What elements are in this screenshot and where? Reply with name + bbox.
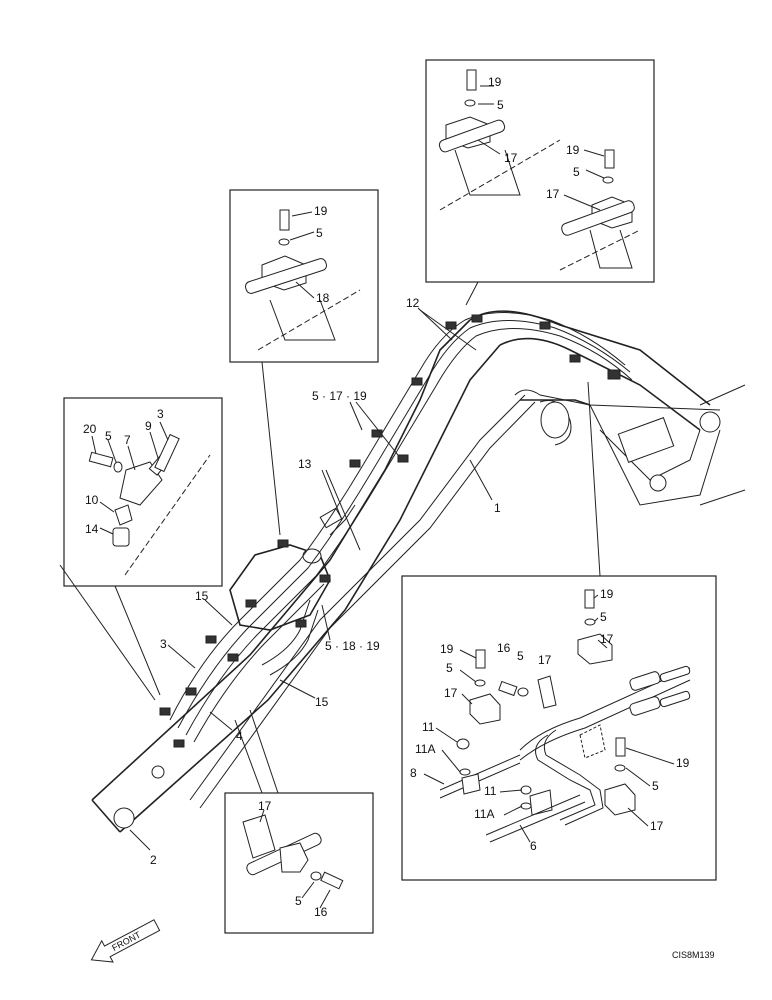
label-15: 15	[315, 695, 329, 709]
label-7: 7	[124, 433, 131, 447]
label-10: 10	[85, 493, 99, 507]
label-11: 11	[484, 784, 497, 798]
label-4: 4	[236, 729, 243, 743]
front-arrow: FRONT	[90, 919, 161, 963]
label-17: 17	[546, 187, 560, 201]
label-19: 19	[488, 75, 502, 89]
detail-frame-left	[63, 397, 223, 587]
bottom-right-leaders	[423, 594, 675, 843]
label-5: 5	[105, 429, 112, 443]
label-11: 11	[422, 720, 435, 734]
label-11A: 11A	[474, 807, 494, 821]
combo-label: 5 · 17 · 19	[312, 389, 367, 403]
detail-top-center-parts	[245, 209, 361, 351]
drawing-code: CIS8M139	[672, 950, 715, 960]
label-16: 16	[314, 905, 328, 919]
label-2: 2	[150, 853, 157, 867]
hydraulic-lines	[169, 312, 633, 743]
label-1: 1	[494, 501, 501, 515]
line-clamps	[159, 314, 621, 748]
detail-left-parts	[88, 421, 211, 576]
label-5: 5	[316, 226, 323, 240]
detail-frame-bottom-right	[401, 575, 717, 881]
label-18: 18	[316, 291, 330, 305]
label-14: 14	[85, 522, 99, 536]
callout-labels: 19 5 17 19 5 17 19 5 18 12 5 · 17 · 19 1…	[83, 75, 690, 919]
combo-label: 5 · 18 · 19	[325, 639, 380, 653]
label-5: 5	[295, 894, 302, 908]
label-17: 17	[600, 632, 614, 646]
label-5: 5	[497, 98, 504, 112]
label-17: 17	[538, 653, 552, 667]
label-3: 3	[157, 407, 164, 421]
detail-frame-top-right	[425, 59, 655, 283]
label-5: 5	[517, 649, 524, 663]
detail-bottom-right-parts	[439, 589, 691, 843]
label-5: 5	[573, 165, 580, 179]
detail-top-right-parts	[438, 69, 641, 271]
label-19: 19	[600, 587, 614, 601]
label-17: 17	[504, 151, 518, 165]
label-5: 5	[652, 779, 659, 793]
label-19: 19	[440, 642, 454, 656]
label-19: 19	[314, 204, 328, 218]
label-17: 17	[444, 686, 458, 700]
label-13: 13	[298, 457, 312, 471]
main-leader-lines	[129, 307, 493, 851]
detail-bottom-center-parts	[242, 809, 344, 909]
label-8: 8	[410, 766, 417, 780]
label-19: 19	[566, 143, 580, 157]
label-5: 5	[600, 610, 607, 624]
detail-frame-bottom-center	[224, 792, 374, 934]
label-17: 17	[258, 799, 272, 813]
label-19: 19	[676, 756, 690, 770]
label-11A: 11A	[415, 742, 435, 756]
label-9: 9	[145, 419, 152, 433]
label-15: 15	[195, 589, 209, 603]
label-17: 17	[650, 819, 664, 833]
boom-assembly	[91, 310, 746, 833]
label-12: 12	[406, 296, 420, 310]
label-3: 3	[160, 637, 167, 651]
label-6: 6	[530, 839, 537, 853]
detail-frame-top-center	[229, 189, 379, 363]
label-5: 5	[446, 661, 453, 675]
label-20: 20	[83, 422, 97, 436]
label-16: 16	[497, 641, 511, 655]
